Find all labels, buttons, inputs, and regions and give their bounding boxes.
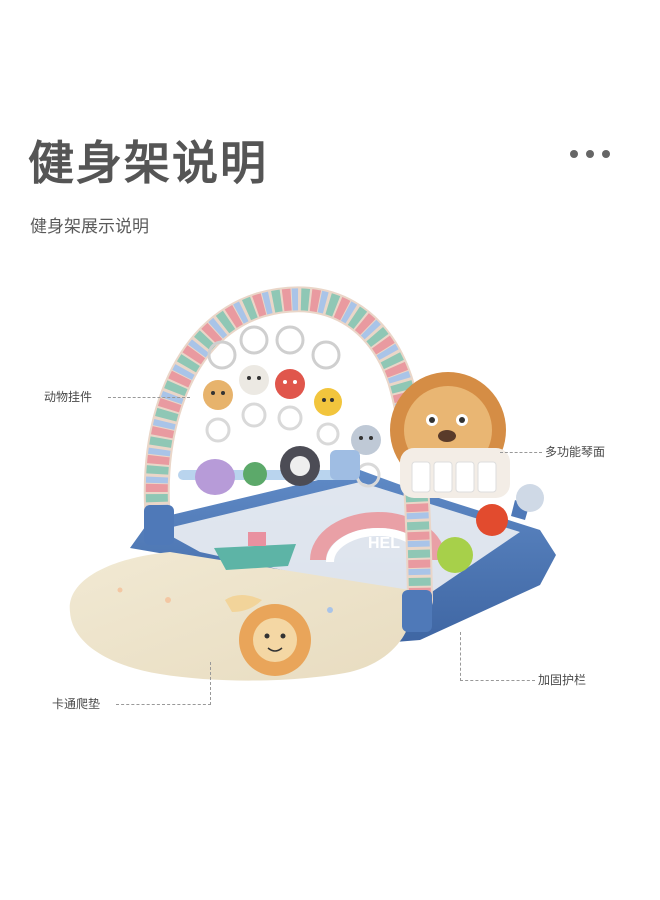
page-title: 健身架说明 [28, 136, 268, 190]
hanging-animal-toys [203, 325, 381, 488]
more-dot-icon [586, 150, 594, 158]
callout-leader-line [108, 397, 190, 398]
mat-print-text: HEL [368, 535, 400, 552]
more-options-button[interactable] [570, 150, 610, 158]
more-dot-icon [602, 150, 610, 158]
lion-piano-panel [390, 372, 510, 498]
arch-left-foot [144, 505, 174, 545]
callout-leader-line [500, 452, 542, 453]
cartoon-play-mat: HEL [69, 512, 446, 681]
mat-rainbow-print: HEL [310, 512, 446, 563]
page-subtitle: 健身架展示说明 [30, 217, 149, 237]
callout-hanging-toys: 动物挂件 [44, 390, 93, 404]
callout-play-mat: 卡通爬垫 [52, 697, 101, 711]
mat-lion-print [225, 595, 311, 676]
callout-leader-line [116, 662, 211, 705]
rattle-bar [178, 446, 360, 495]
callout-piano-panel: 多功能琴面 [545, 445, 606, 459]
callout-guard-rail: 加固护栏 [538, 673, 587, 687]
side-ball-toys [437, 484, 544, 573]
callout-leader-line [460, 632, 535, 681]
arch-right-foot [402, 590, 432, 632]
mat-boat-print [214, 532, 296, 570]
more-dot-icon [570, 150, 578, 158]
